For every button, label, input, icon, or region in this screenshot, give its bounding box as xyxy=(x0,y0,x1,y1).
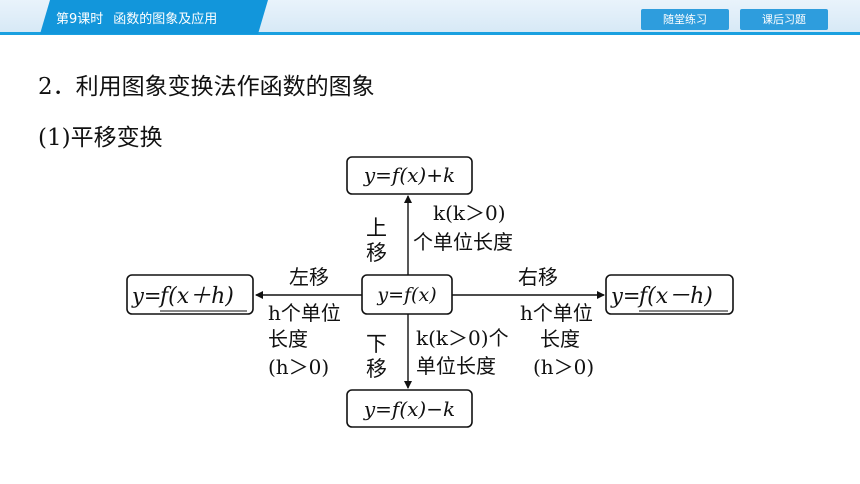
down-label-2: 移 xyxy=(366,357,387,381)
lesson-tab xyxy=(40,0,268,34)
left-label: 左移 xyxy=(289,265,329,289)
right-desc-1: h个单位 xyxy=(520,301,593,325)
bottom-box xyxy=(346,389,473,428)
down-desc-1: k(k＞0)个 xyxy=(416,326,509,350)
down-label-1: 下 xyxy=(366,332,387,356)
lesson-name: 函数的图象及应用 xyxy=(113,12,218,27)
left-box-prefix: y= xyxy=(131,284,161,308)
left-box-answer: f(x＋h) xyxy=(158,284,234,309)
up-label-2: 移 xyxy=(366,241,387,265)
right-box-answer: f(x－h) xyxy=(637,284,713,309)
section-heading: 2．利用图象变换法作函数的图象 xyxy=(38,74,375,100)
right-box xyxy=(605,274,734,315)
bottom-box-text: y=f(x)−k xyxy=(363,397,455,421)
right-desc-3: (h＞0) xyxy=(533,355,594,379)
header-divider xyxy=(0,32,860,35)
practice-in-class-button[interactable]: 随堂练习 xyxy=(641,9,729,30)
down-desc-2: 单位长度 xyxy=(416,354,496,378)
lesson-number: 第9课时 xyxy=(56,12,104,27)
left-desc-3: (h＞0) xyxy=(268,355,329,379)
left-desc-2: 长度 xyxy=(268,327,308,351)
lesson-title: 第9课时函数的图象及应用 xyxy=(56,8,217,27)
left-desc-1: h个单位 xyxy=(268,301,341,325)
top-box-text: y=f(x)+k xyxy=(363,163,455,187)
subsection-heading: (1)平移变换 xyxy=(38,125,163,151)
up-desc-2: 个单位长度 xyxy=(413,230,513,254)
right-desc-2: 长度 xyxy=(540,327,580,351)
right-box-prefix: y= xyxy=(610,284,640,308)
up-label-1: 上 xyxy=(366,216,387,240)
left-box xyxy=(126,274,254,315)
top-box xyxy=(346,156,473,195)
after-class-exercises-button[interactable]: 课后习题 xyxy=(740,9,828,30)
up-desc-1: k(k＞0) xyxy=(433,201,506,225)
center-box-text: y=f(x) xyxy=(376,284,436,306)
right-label: 右移 xyxy=(518,265,558,289)
